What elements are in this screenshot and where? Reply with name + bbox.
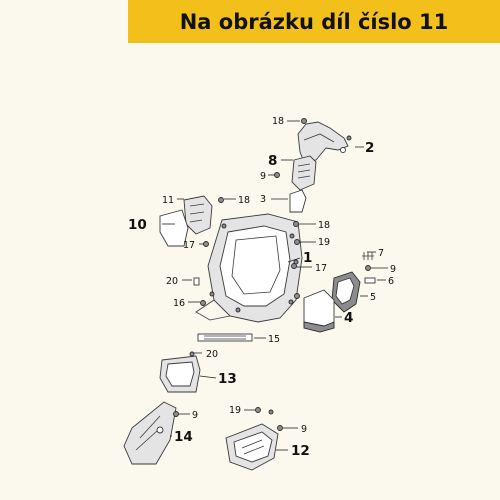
clip-top-right <box>346 135 352 141</box>
screw-18-left <box>218 197 224 203</box>
part-6-clip <box>364 277 376 284</box>
callout-5: 5 <box>370 292 376 303</box>
screw-9-lower-left <box>173 411 179 417</box>
part-14-lower-panel <box>123 401 177 465</box>
part-15-strip-lines <box>204 335 246 340</box>
screw-9-bracket <box>274 172 280 178</box>
part-3-small-panel <box>289 189 307 213</box>
callout-6: 6 <box>388 276 394 287</box>
callout-9-lower-left: 9 <box>192 410 198 421</box>
screw-16b <box>209 291 215 297</box>
callout-14: 14 <box>174 429 193 445</box>
screw-17-left <box>203 241 209 247</box>
callout-16: 16 <box>173 298 185 309</box>
callout-3: 3 <box>260 194 266 205</box>
callout-13: 13 <box>218 371 237 387</box>
part-5-lock-cover <box>331 271 361 313</box>
leader-lines <box>162 120 388 451</box>
screw-frame-a <box>294 293 300 299</box>
clip-lower <box>268 409 274 415</box>
callout-15: 15 <box>268 334 280 345</box>
screw-20-tray <box>189 351 195 357</box>
screw-19-right <box>294 239 300 245</box>
screw-18-right <box>293 221 299 227</box>
screw-19-lower <box>255 407 261 413</box>
callout-18-top: 18 <box>272 116 284 127</box>
part-10-side-panel <box>159 209 189 247</box>
part-13-tray <box>159 355 201 393</box>
callout-7: 7 <box>378 248 384 259</box>
part-1-main-frame <box>195 213 303 323</box>
part-15-strip <box>197 333 253 342</box>
screw-17-right <box>291 263 297 269</box>
callout-12: 12 <box>291 443 310 459</box>
screw-16 <box>200 300 206 306</box>
screw-18-top <box>301 118 307 124</box>
clip-20-left <box>193 277 200 286</box>
callout-9-upper: 9 <box>260 171 266 182</box>
title-banner: Na obrázku díl číslo 11 <box>128 0 500 43</box>
callout-17-right: 17 <box>315 263 327 274</box>
callout-8: 8 <box>268 153 277 169</box>
screw-frame-b <box>288 299 294 305</box>
part-12-lower-box <box>225 423 279 471</box>
callout-10: 10 <box>128 217 147 233</box>
callout-20-left: 20 <box>166 276 178 287</box>
part-2-upper-cover <box>297 121 349 163</box>
callout-19-right: 19 <box>318 237 330 248</box>
part-4-side-cover <box>303 289 335 333</box>
callout-11: 11 <box>162 195 174 206</box>
callout-18-right: 18 <box>318 220 330 231</box>
banner-title: Na obrázku díl číslo 11 <box>179 9 449 34</box>
part-8-bracket <box>291 155 317 191</box>
callout-18-left: 18 <box>238 195 250 206</box>
screw-9-right <box>365 265 371 271</box>
callout-9-right: 9 <box>390 264 396 275</box>
part-11-bracket <box>183 195 213 235</box>
screw-9-lower-right <box>277 425 283 431</box>
callout-19-lower: 19 <box>229 405 241 416</box>
callout-17-left: 17 <box>183 240 195 251</box>
callout-9-lower-right: 9 <box>301 424 307 435</box>
callout-4: 4 <box>344 310 353 326</box>
callout-20-tray: 20 <box>206 349 218 360</box>
part-7-spring <box>362 252 374 260</box>
callout-2: 2 <box>365 140 374 156</box>
callout-1: 1 <box>303 250 312 266</box>
